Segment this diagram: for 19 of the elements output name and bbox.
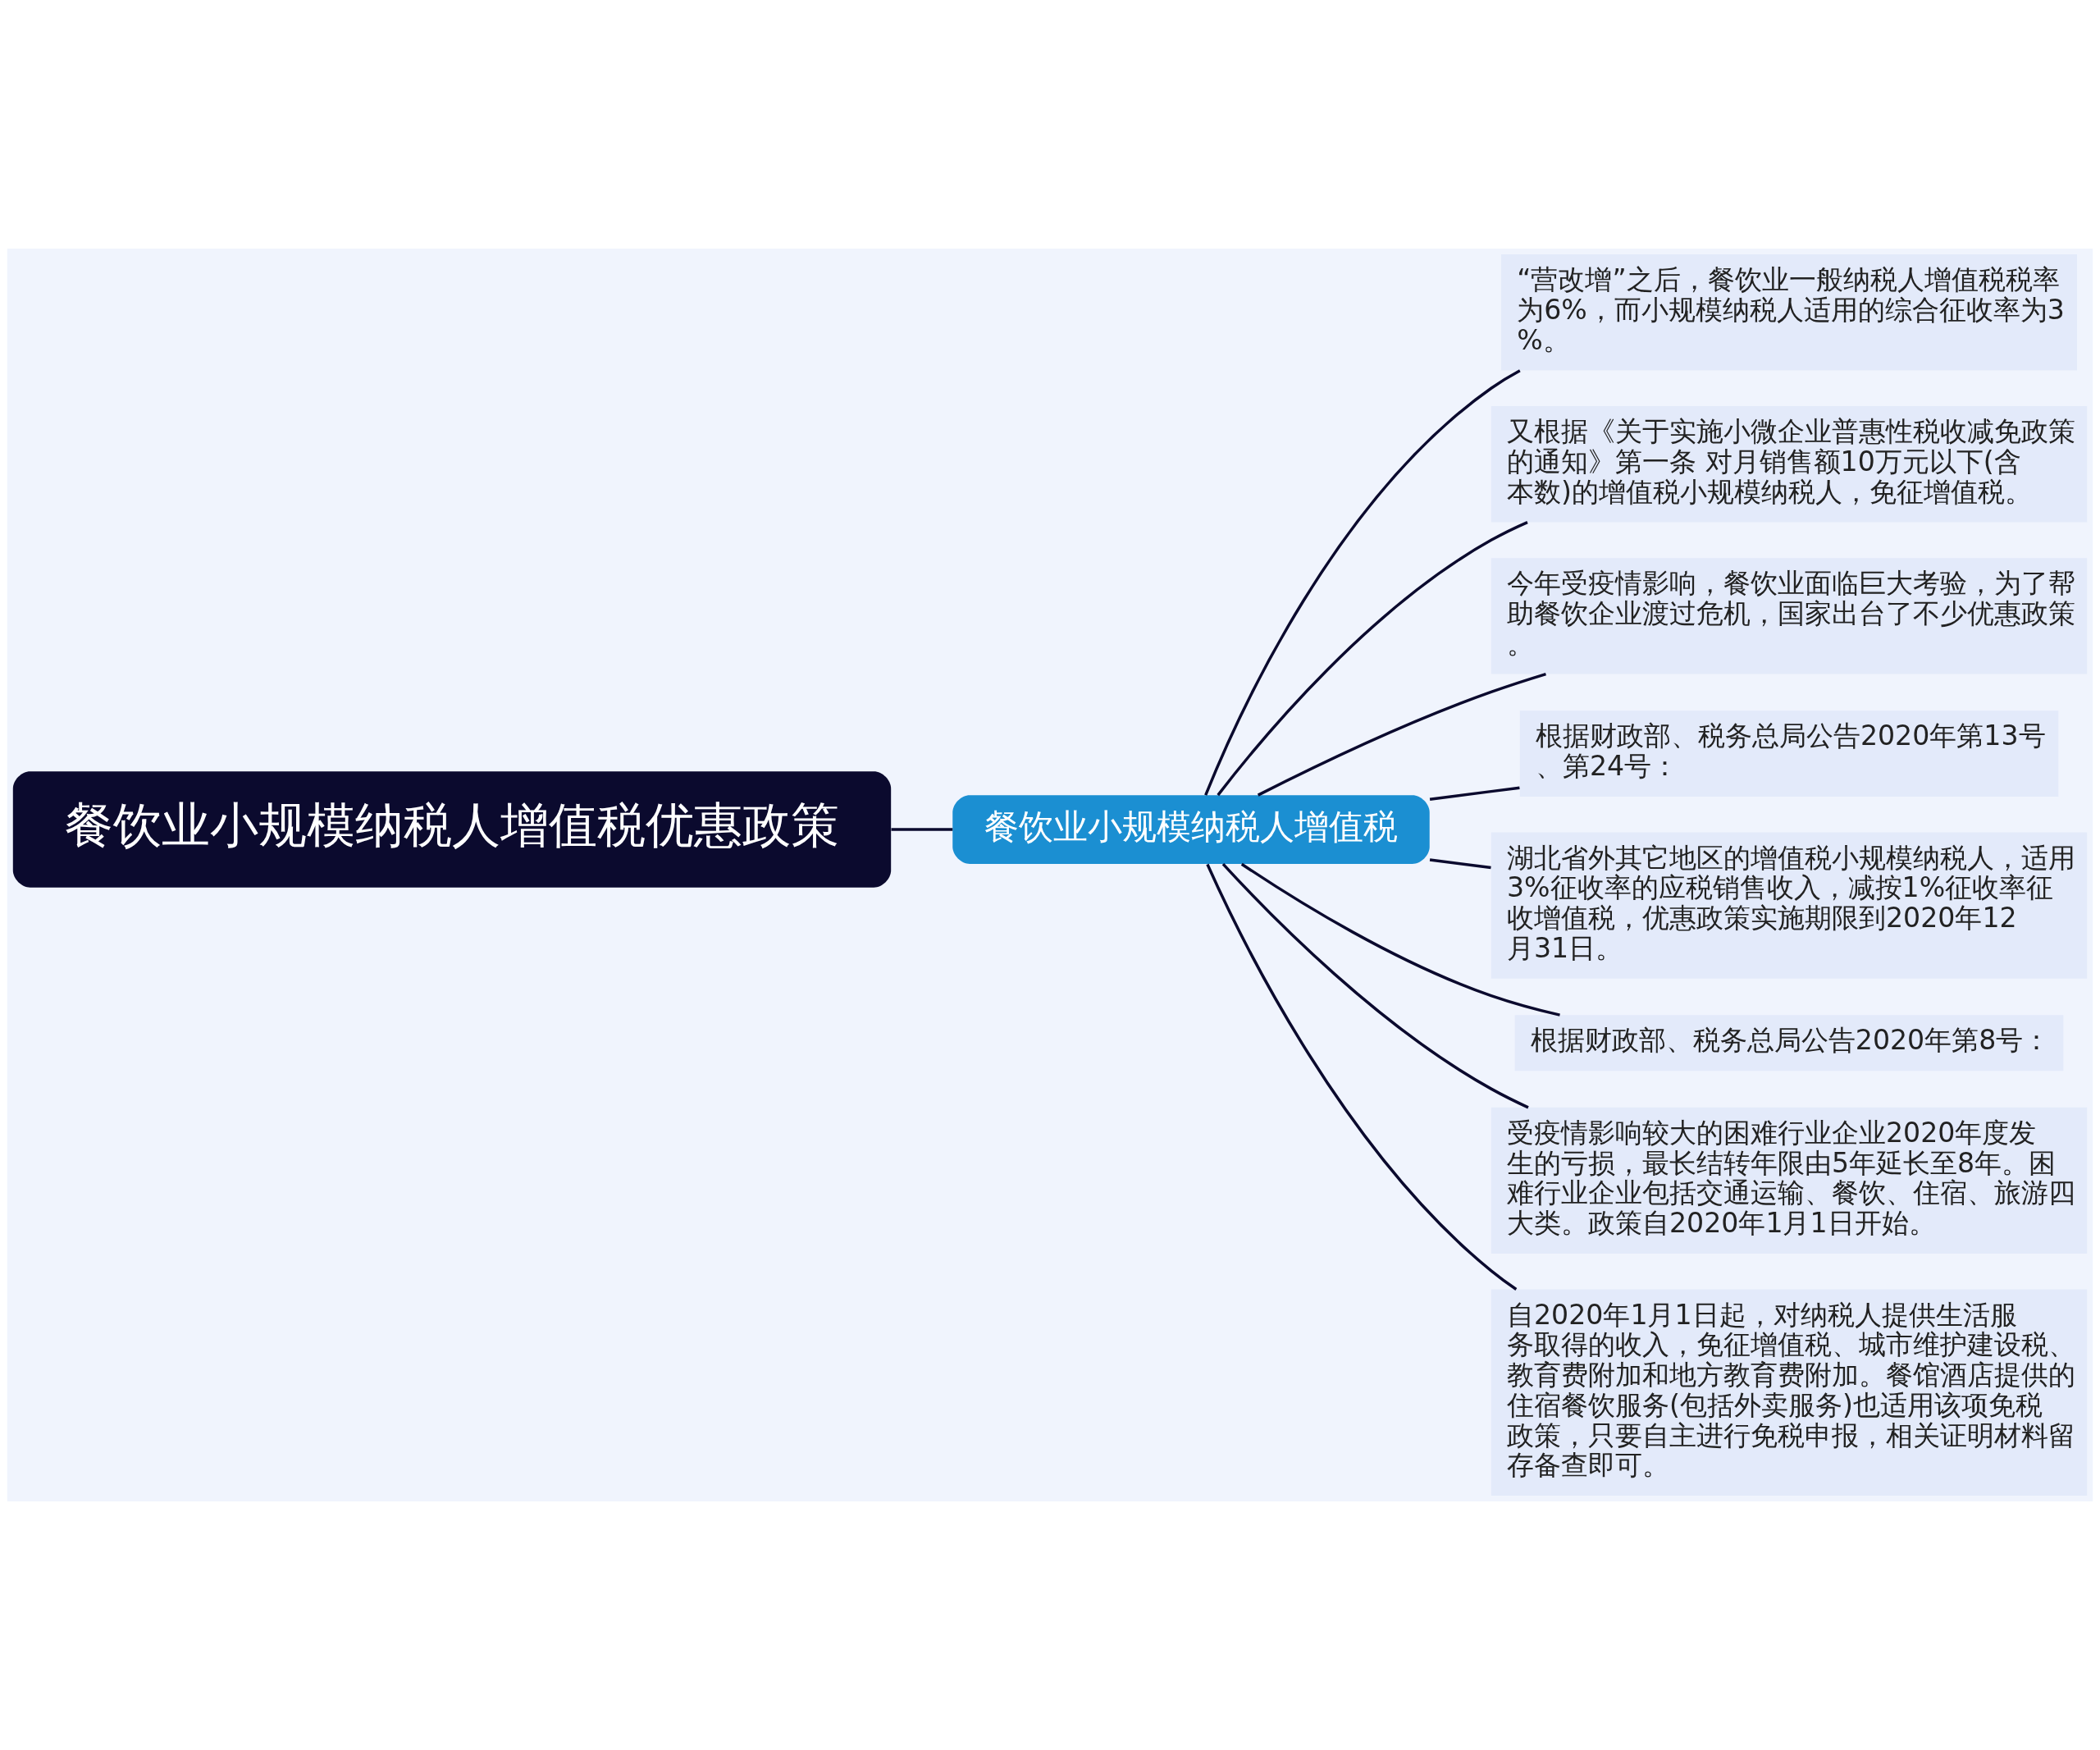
- connector: [1221, 862, 1529, 1109]
- node-box: 今年受疫情影响，餐饮业面临巨大考验，为了帮助餐饮企业渡过危机，国家出台了不少优惠政策。: [1491, 558, 2088, 674]
- connector: [1240, 862, 1560, 1017]
- node-box: 餐饮业小规模纳税人增值税优惠政策: [12, 771, 892, 888]
- connector: [1204, 369, 1521, 796]
- connector: [1429, 858, 1491, 870]
- node-box: 受疫情影响较大的困难行业企业2020年度发生的亏损，最长结转年限由5年延长至8年。困难行业企业包括交通运输、餐饮、住宿、旅游四大类。政策自2020年1月1日开始。: [1491, 1107, 2088, 1254]
- node-box: 餐饮业小规模纳税人增值税: [952, 795, 1430, 864]
- node-box: 根据财政部、税务总局公告2020年第8号：: [1514, 1015, 2064, 1071]
- connector: [1217, 520, 1528, 797]
- connector: [1429, 786, 1520, 801]
- node-box: 根据财政部、税务总局公告2020年第13号、第24号：: [1519, 711, 2059, 797]
- node-box: 又根据《关于实施小微企业普惠性税收减免政策的通知》第一条 对月销售额10万元以下(含本数)的增值税小规模纳税人，免征增值税。: [1491, 406, 2088, 523]
- connector: [1257, 672, 1546, 797]
- connector: [1206, 863, 1518, 1291]
- node-box: 湖北省外其它地区的增值税小规模纳税人，适用3%征收率的应税销售收入，减按1%征收率征收增值税，优惠政策实施期限到2020年12月31日。: [1491, 832, 2088, 979]
- node-box: 自2020年1月1日起，对纳税人提供生活服务取得的收入，免征增值税、城市维护建设税、教育费附加和地方教育费附加。餐馆酒店提供的住宿餐饮服务(包括外卖服务)也适用该项免税政策，只要自主进行免税申报，相关证明材料留存备查即可。: [1491, 1289, 2088, 1496]
- node-box: “营改增”之后，餐饮业一般纳税人增值税税率为6%，而小规模纳税人适用的综合征收率为3%。: [1501, 254, 2077, 371]
- connector: [891, 828, 953, 831]
